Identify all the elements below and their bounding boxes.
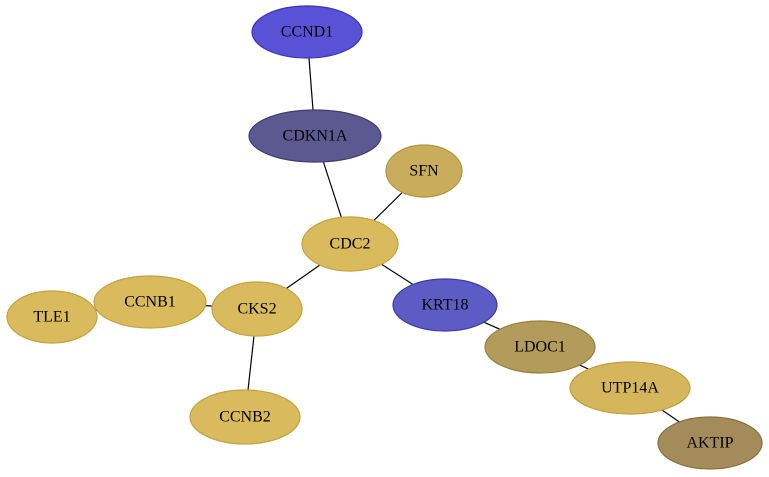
node-shape-tle1[interactable] (6, 290, 98, 344)
node-shape-ccnb2[interactable] (189, 389, 301, 445)
node-label-aktip: AKTIP (686, 435, 733, 452)
node-shape-cks2[interactable] (211, 281, 303, 337)
node-shape-krt18[interactable] (392, 278, 498, 332)
node-krt18[interactable]: KRT18 (392, 278, 498, 332)
node-shape-cdkn1a[interactable] (248, 109, 382, 163)
node-label-tle1: TLE1 (33, 309, 70, 326)
node-ccnb2[interactable]: CCNB2 (189, 389, 301, 445)
node-label-ldoc1: LDOC1 (514, 339, 566, 356)
node-ccnb1[interactable]: CCNB1 (93, 275, 207, 329)
node-shape-sfn[interactable] (385, 144, 463, 198)
node-shape-ccnd1[interactable] (251, 5, 363, 59)
node-shape-aktip[interactable] (657, 416, 763, 470)
node-cdc2[interactable]: CDC2 (301, 216, 399, 272)
node-shape-cdc2[interactable] (301, 216, 399, 272)
node-label-krt18: KRT18 (421, 297, 468, 314)
node-label-cdkn1a: CDKN1A (283, 128, 348, 145)
node-ldoc1[interactable]: LDOC1 (484, 320, 596, 374)
node-label-ccnb1: CCNB1 (124, 294, 176, 311)
node-utp14a[interactable]: UTP14A (569, 361, 691, 415)
node-sfn[interactable]: SFN (385, 144, 463, 198)
node-shape-utp14a[interactable] (569, 361, 691, 415)
node-label-sfn: SFN (409, 163, 439, 180)
node-cdkn1a[interactable]: CDKN1A (248, 109, 382, 163)
node-shape-ccnb1[interactable] (93, 275, 207, 329)
node-label-utp14a: UTP14A (601, 380, 659, 397)
node-tle1[interactable]: TLE1 (6, 290, 98, 344)
node-label-ccnb2: CCNB2 (219, 409, 271, 426)
node-label-cks2: CKS2 (237, 301, 276, 318)
node-shape-ldoc1[interactable] (484, 320, 596, 374)
node-ccnd1[interactable]: CCND1 (251, 5, 363, 59)
node-label-cdc2: CDC2 (330, 236, 371, 253)
node-aktip[interactable]: AKTIP (657, 416, 763, 470)
node-cks2[interactable]: CKS2 (211, 281, 303, 337)
node-label-ccnd1: CCND1 (281, 24, 333, 41)
